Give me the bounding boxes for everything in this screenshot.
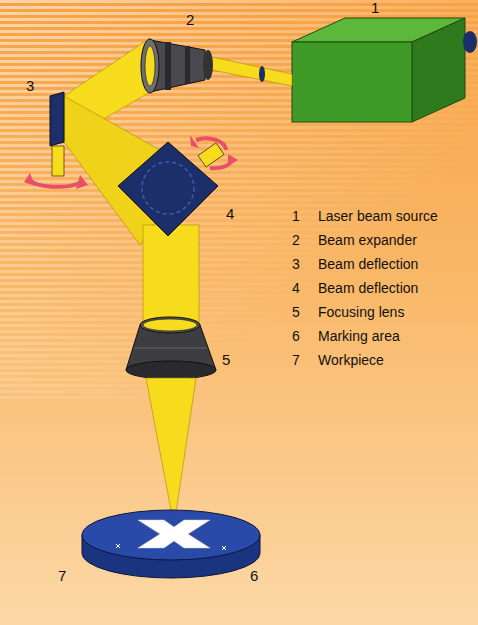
key-text: Focusing lens	[318, 304, 404, 320]
key-number: 2	[292, 232, 300, 248]
key-number: 5	[292, 304, 300, 320]
workpiece	[82, 510, 260, 578]
key-number: 4	[292, 280, 300, 296]
key-number: 3	[292, 256, 300, 272]
key-text: Workpiece	[318, 352, 384, 368]
beam-ring	[259, 66, 265, 82]
deflection-mirror	[118, 135, 238, 236]
callout-number: 2	[186, 12, 194, 28]
laser-source	[292, 18, 477, 122]
key-number: 1	[292, 208, 300, 224]
callout-number: 4	[226, 206, 234, 222]
key-text: Beam expander	[318, 232, 417, 248]
key-number: 6	[292, 328, 300, 344]
key-text: Marking area	[318, 328, 400, 344]
laser-beam	[212, 57, 292, 86]
laser-beam	[143, 225, 199, 325]
focusing-lens	[126, 317, 216, 379]
key-text: Laser beam source	[318, 208, 438, 224]
callout-number: 6	[250, 568, 258, 584]
background-stripes	[0, 0, 478, 400]
key-text: Beam deflection	[318, 280, 418, 296]
beam-expander	[141, 39, 213, 93]
callout-number: 3	[26, 78, 34, 94]
deflection-mirror	[24, 92, 88, 189]
callout-number: 7	[58, 568, 66, 584]
focused-beam	[146, 378, 196, 526]
key-text: Beam deflection	[318, 256, 418, 272]
key-number: 7	[292, 352, 300, 368]
callout-number: 5	[222, 352, 230, 368]
callout-number: 1	[371, 0, 379, 16]
